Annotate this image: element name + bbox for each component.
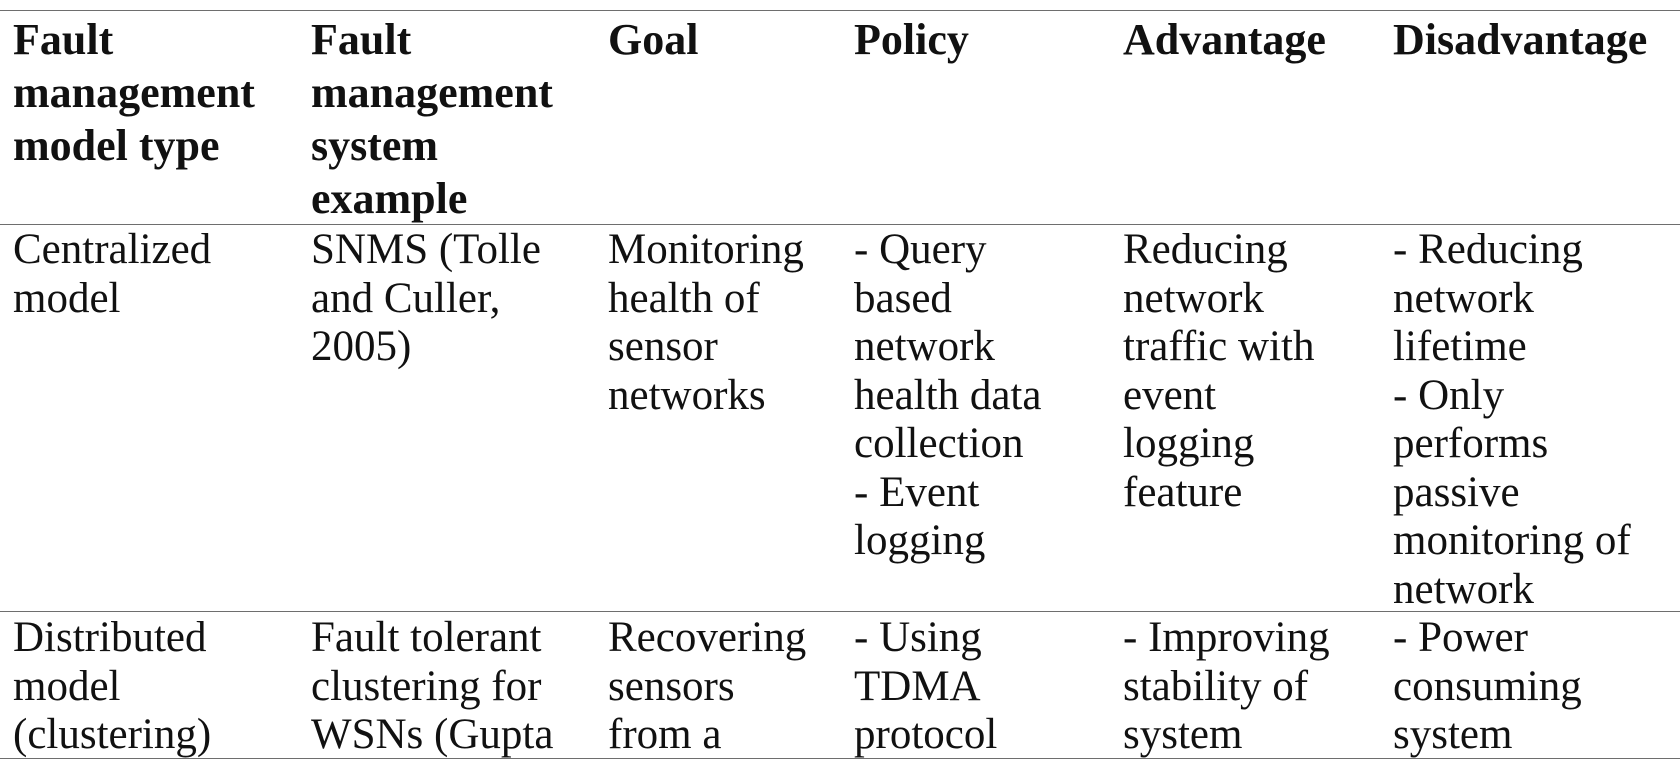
fault-management-table: Fault management model type Fault manage… [0,10,1680,759]
header-cell-system-example: Fault management system example [311,15,553,223]
table-cell: - Query based network health data collec… [854,226,1042,564]
header-cell-policy: Policy [854,15,969,64]
table-cell: Reducing network traffic with event logg… [1123,226,1315,516]
table-cell: Distributed model (clustering) [13,614,212,758]
table-row: Centralized model SNMS (Tolle and Culler… [0,224,1680,613]
table-cell: - Power consuming system [1393,614,1582,758]
table-cell: - Using TDMA protocol [854,614,998,758]
table-cell: SNMS (Tolle and Culler, 2005) [311,226,541,370]
table-cell: Recovering sensors from a [608,614,807,758]
header-cell-disadvantage: Disadvantage [1393,15,1648,64]
header-cell-model-type: Fault management model type [13,15,255,170]
table-cell: Centralized model [13,226,212,322]
table-header-row: Fault management model type Fault manage… [0,10,1680,224]
header-cell-advantage: Advantage [1123,15,1326,64]
table-row: Distributed model (clustering) Fault tol… [0,611,1680,759]
header-cell-goal: Goal [608,15,699,64]
table-cell: - Reducing network lifetime - Only perfo… [1393,226,1631,613]
table-cell: Monitoring health of sensor networks [608,226,804,419]
table-cell: Fault tolerant clustering for WSNs (Gupt… [311,614,554,758]
table-cell: - Improving stability of system [1123,614,1330,758]
